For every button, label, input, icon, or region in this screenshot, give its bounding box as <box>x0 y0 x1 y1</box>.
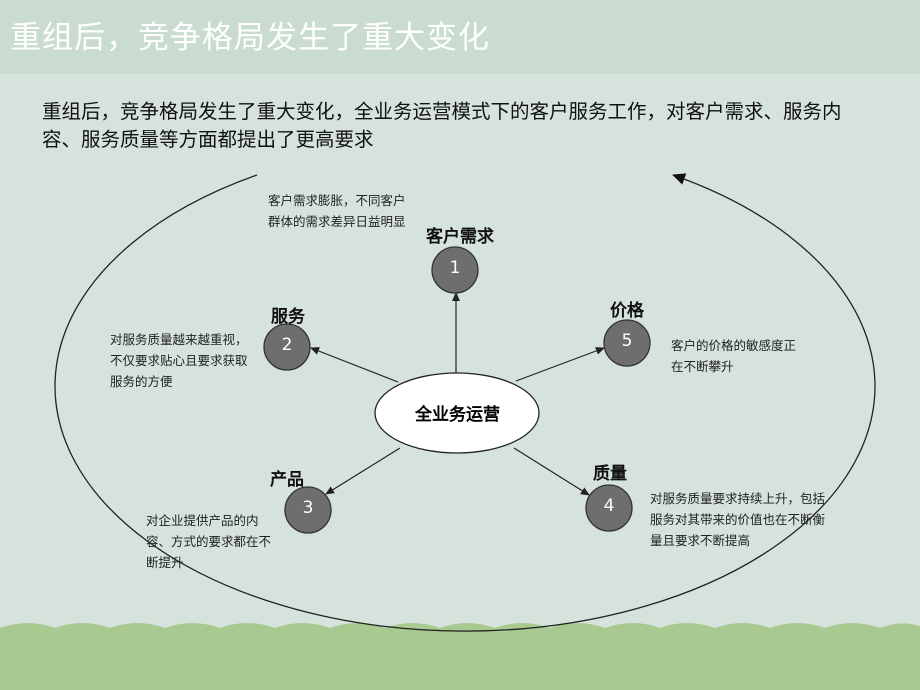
title-band <box>0 0 920 74</box>
node-label-4: 质量 <box>593 464 627 484</box>
node-circle-1 <box>431 246 479 294</box>
slide-title: 重组后，竞争格局发生了重大变化 <box>10 20 490 56</box>
node-description-2: 对服务质量越来越重视，不仅要求贴心且要求获取服务的方便 <box>110 332 248 389</box>
node-label-3: 产品 <box>270 470 304 490</box>
node-label-2: 服务 <box>271 307 305 327</box>
slide-intro: 重组后，竞争格局发生了重大变化，全业务运营模式下的客户服务工作，对客户需求、服务… <box>42 100 842 151</box>
node-description-4: 对服务质量要求持续上升，包括服务对其带来的价值也在不断衡量且要求不断提高 <box>650 491 826 548</box>
node-circle-4 <box>585 484 633 532</box>
node-number-1: 1 <box>449 258 461 278</box>
node-number-5: 5 <box>621 331 633 351</box>
node-circle-5 <box>603 319 651 367</box>
arrow-to-node-5 <box>515 347 605 382</box>
node-circle-2 <box>263 323 311 371</box>
node-description-3: 对企业提供产品的内容、方式的要求都在不断提升 <box>146 513 272 570</box>
center-label: 全业务运营 <box>415 405 500 425</box>
arrow-to-node-3 <box>325 447 401 495</box>
center-ellipse <box>374 372 540 454</box>
node-label-1: 客户需求 <box>426 227 494 247</box>
node-number-3: 3 <box>302 498 314 518</box>
node-label-5: 价格 <box>610 301 644 321</box>
node-description-1: 客户需求膨胀，不同客户群体的需求差异日益明显 <box>268 193 406 229</box>
cycle-ellipse <box>54 173 876 632</box>
arrow-to-node-4 <box>513 447 590 496</box>
grass-hills <box>0 623 920 690</box>
node-number-4: 4 <box>603 496 615 516</box>
node-description-5: 客户的价格的敏感度正在不断攀升 <box>671 338 797 374</box>
node-number-2: 2 <box>281 335 293 355</box>
node-circle-3 <box>284 486 332 534</box>
arrow-to-node-2 <box>310 347 399 383</box>
